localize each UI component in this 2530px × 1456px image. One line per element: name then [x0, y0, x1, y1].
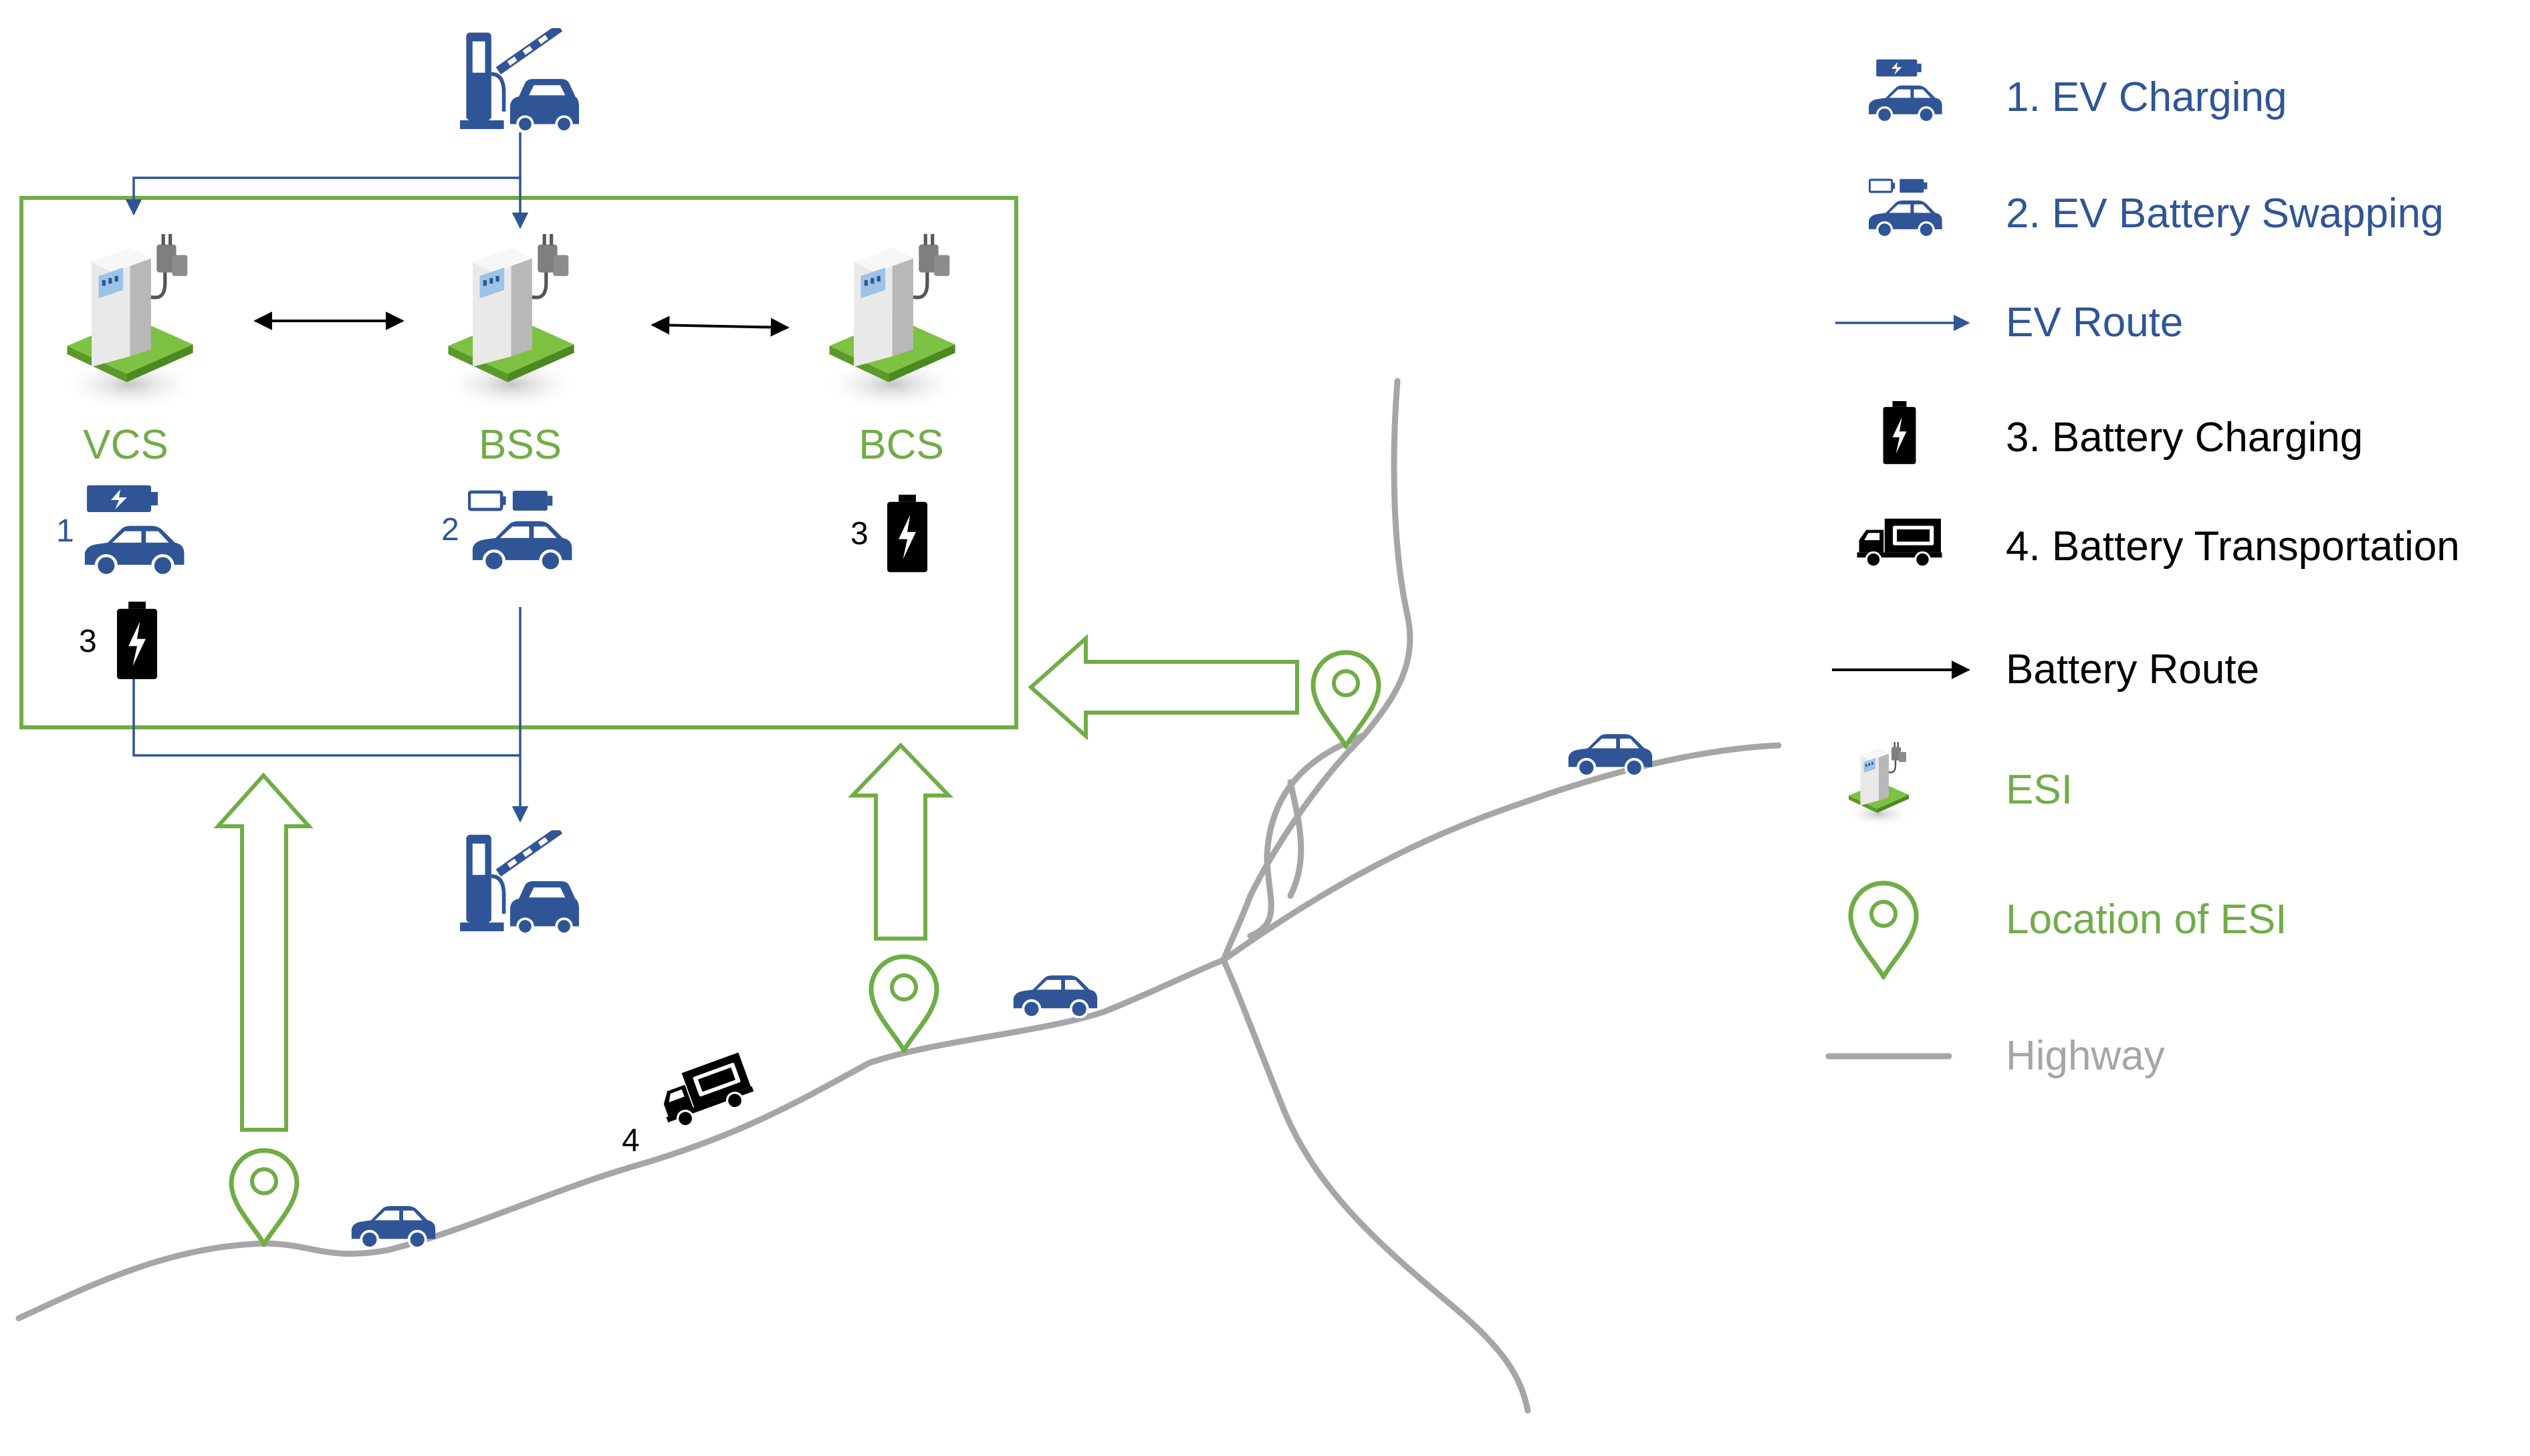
bcs-station-icon [822, 234, 962, 411]
legend-battery-charging: 3. Battery Charging [1883, 401, 2363, 465]
highway-network [15, 378, 1782, 1414]
legend-label: 3. Battery Charging [2006, 414, 2363, 461]
battery-charging-icon [887, 495, 928, 572]
legend-label: EV Route [2006, 299, 2183, 346]
ev-charging-battery-icon [87, 485, 158, 512]
car-icon [1567, 733, 1654, 777]
legend-label: 2. EV Battery Swapping [2006, 191, 2444, 237]
bss-station-icon [441, 234, 581, 411]
highway-south [1220, 957, 1531, 1414]
bcs-battery-number: 3 [850, 516, 869, 552]
legend-ev-charging: 1. EV Charging [1867, 59, 2287, 123]
charging-gate-icon-top [460, 24, 579, 132]
legend: 1. EV Charging 2. EV Battery Swapping EV… [1825, 59, 2460, 1079]
battery-swap-icon [469, 491, 552, 511]
legend-label: 4. Battery Transportation [2006, 523, 2460, 570]
legend-label: Highway [2006, 1033, 2165, 1079]
battery-truck-on-road [653, 1051, 758, 1133]
bss-swap-number: 2 [441, 512, 459, 548]
car-icon [350, 1205, 437, 1249]
ev-route-out-left [132, 677, 520, 757]
vcs-station-icon [60, 234, 200, 411]
legend-label: Location of ESI [2006, 896, 2287, 943]
location-pin-icon [1851, 883, 1916, 977]
ev-routes [125, 132, 529, 823]
esi-arrow-left [1028, 634, 1299, 741]
legend-battery-route: Battery Route [1832, 646, 2259, 693]
vcs-battery-number: 3 [79, 624, 97, 659]
legend-highway: Highway [1825, 1033, 2165, 1079]
location-pin-icon [871, 957, 937, 1050]
esi-arrow-up-middle [847, 742, 954, 941]
battery-truck-icon [1856, 517, 1943, 568]
esi-arrow-up-left [213, 772, 314, 1132]
ev-charging-icon [1876, 59, 1922, 77]
esi-station-icon [1845, 742, 1914, 828]
station-label-bss: BSS [479, 422, 562, 468]
legend-battery-transportation: 4. Battery Transportation [1856, 517, 2460, 570]
battery-charging-icon [116, 602, 158, 679]
battery-route-bss-bcs [651, 316, 790, 337]
legend-label: Battery Route [2006, 646, 2259, 693]
ev-charging-car-icon [85, 526, 185, 576]
station-label-vcs: VCS [83, 422, 168, 468]
legend-label: 1. EV Charging [2006, 74, 2287, 120]
esi-box [19, 196, 1018, 729]
battery-charging-icon [1883, 401, 1916, 465]
ev-route-in-left [125, 132, 522, 216]
ev-charging-car-icon [1867, 84, 1944, 123]
location-pin-icon [231, 1150, 297, 1244]
ev-swap-car-icon [1867, 199, 1944, 238]
legend-label: ESI [2006, 767, 2073, 813]
legend-location: Location of ESI [1851, 883, 2287, 977]
battery-routes [253, 312, 790, 337]
truck-icon [653, 1051, 758, 1133]
highway-ramp-2 [1287, 779, 1304, 899]
charging-gate-icon-bottom [460, 826, 579, 934]
highway-north [1220, 378, 1413, 963]
legend-ev-route: EV Route [1835, 299, 2183, 346]
highway-main [15, 742, 1782, 1322]
truck-number: 4 [622, 1123, 640, 1159]
legend-esi: ESI [1845, 742, 2073, 828]
legend-ev-battery-swapping: 2. EV Battery Swapping [1867, 177, 2444, 238]
ev-battery-swapping-icon [1869, 177, 1929, 195]
highway-ramp-1 [1247, 732, 1367, 939]
station-label-bcs: BCS [858, 422, 943, 468]
ev-swap-car-icon [473, 521, 572, 571]
vcs-ev-number: 1 [56, 513, 74, 549]
car-icon [1012, 974, 1099, 1018]
